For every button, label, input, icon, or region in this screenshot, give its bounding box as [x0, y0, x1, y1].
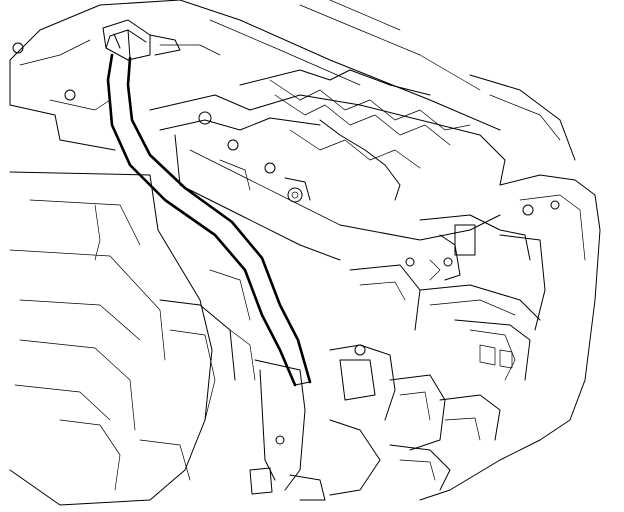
wiring-harness — [106, 53, 312, 387]
harness-connector — [102, 19, 221, 61]
right-housing — [329, 174, 601, 501]
left-engine-block — [9, 171, 236, 506]
cylinder-head-cover — [149, 69, 506, 261]
upper-manifold — [9, 0, 576, 161]
lower-bracket — [209, 269, 326, 501]
